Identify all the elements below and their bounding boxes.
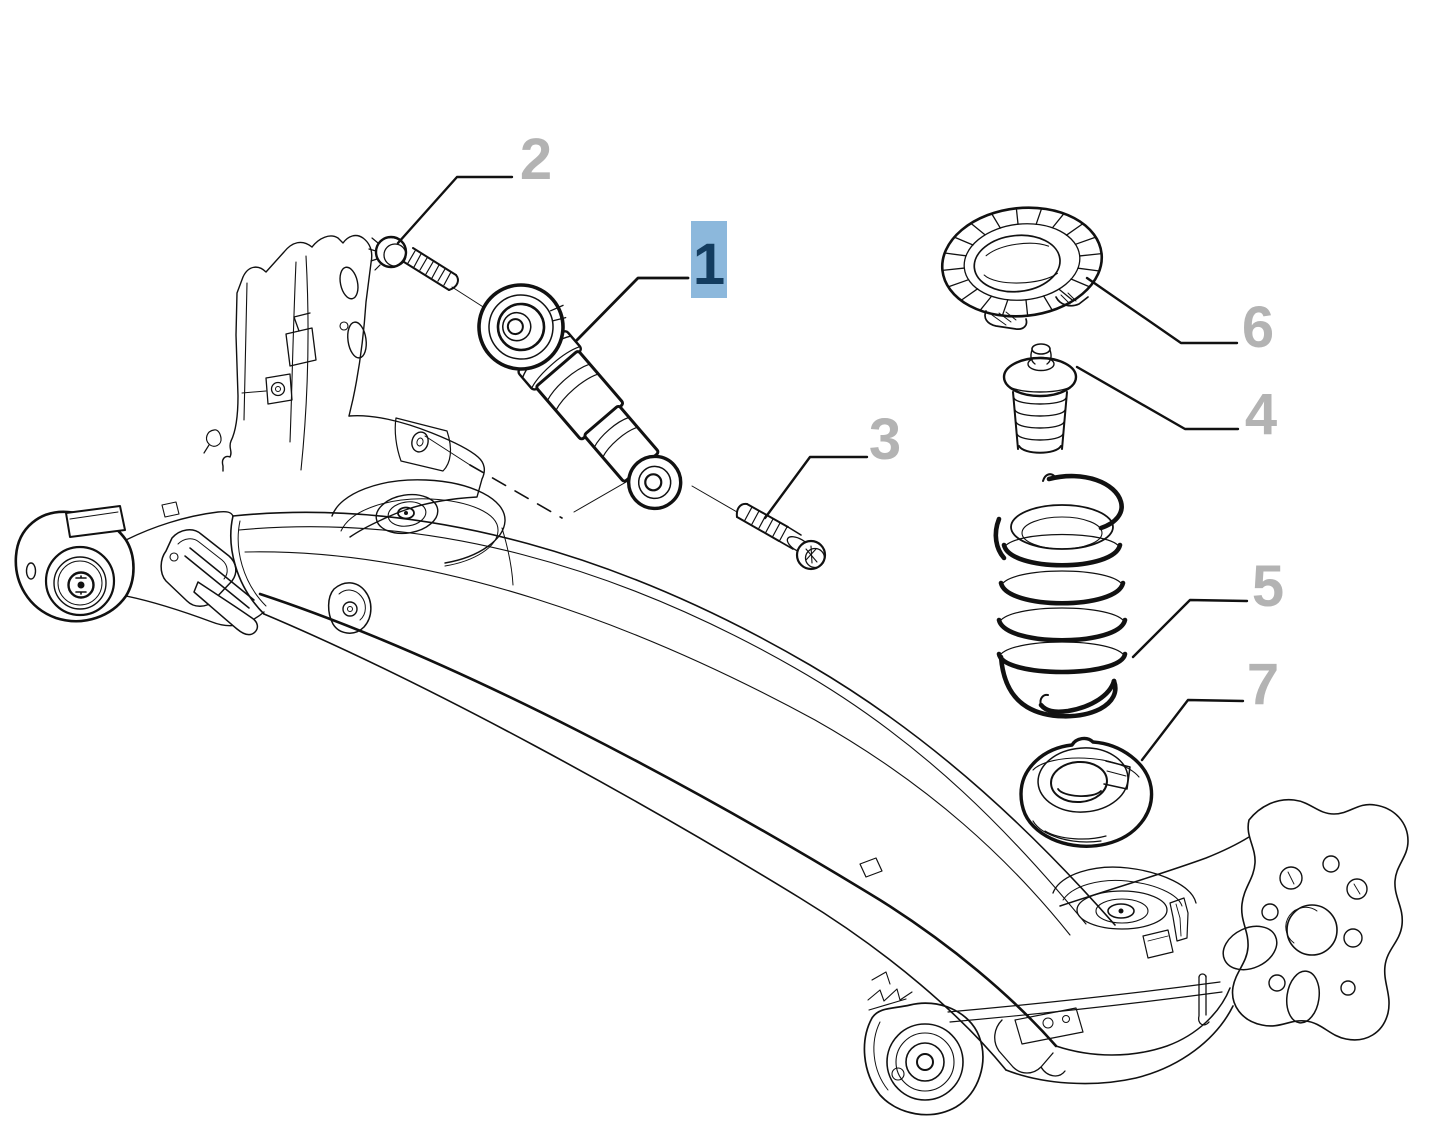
leader-line-1 <box>575 276 690 342</box>
part-lower-spring-seat-drawing <box>1019 736 1154 848</box>
leader-line-2 <box>396 175 514 245</box>
callout-5-label: 5 <box>1252 554 1284 619</box>
shock-mount-bracket-tower <box>203 234 486 538</box>
left-spring-seat-dish <box>331 479 506 567</box>
part-upper-spring-seat-drawing <box>940 206 1104 330</box>
callout-5[interactable]: 5 <box>1252 554 1284 619</box>
leader-line-4 <box>1075 365 1240 431</box>
callout-6[interactable]: 6 <box>1242 295 1274 360</box>
brake-flange-plate <box>1222 798 1409 1041</box>
callout-1-label: 1 <box>693 232 725 297</box>
torsion-beam <box>230 511 1116 1071</box>
callout-7-label: 7 <box>1247 652 1279 717</box>
part-shock-absorber-drawing <box>477 283 683 511</box>
callout-4[interactable]: 4 <box>1245 382 1277 447</box>
callout-labels: 1 2 3 4 5 6 7 <box>520 127 1284 717</box>
callout-3[interactable]: 3 <box>869 407 901 472</box>
part-coil-spring-drawing <box>993 473 1128 719</box>
right-bushing <box>863 971 984 1116</box>
callout-2[interactable]: 2 <box>520 127 552 192</box>
left-bushing <box>14 505 135 623</box>
callout-1-highlight-box <box>691 221 727 298</box>
callout-leader-lines <box>396 175 1249 762</box>
part-bump-stop-drawing <box>1002 343 1078 454</box>
callout-2-label: 2 <box>520 127 552 192</box>
callout-1-selected[interactable]: 1 <box>691 221 727 298</box>
left-trailing-arm <box>125 501 265 636</box>
leader-line-6 <box>1085 276 1239 345</box>
callout-4-label: 4 <box>1245 382 1277 447</box>
leader-line-3 <box>763 455 869 520</box>
callout-7[interactable]: 7 <box>1247 652 1279 717</box>
callout-3-label: 3 <box>869 407 901 472</box>
callout-6-label: 6 <box>1242 295 1274 360</box>
leader-line-7 <box>1140 698 1245 762</box>
rear-axle-beam-drawing <box>14 234 1409 1116</box>
part-upper-bolt-drawing <box>368 235 459 291</box>
leader-line-5 <box>1131 598 1249 659</box>
right-spring-seat-dish <box>1052 866 1197 930</box>
part-lower-bolt-drawing <box>735 502 827 571</box>
right-trailing-arm <box>947 836 1250 1085</box>
